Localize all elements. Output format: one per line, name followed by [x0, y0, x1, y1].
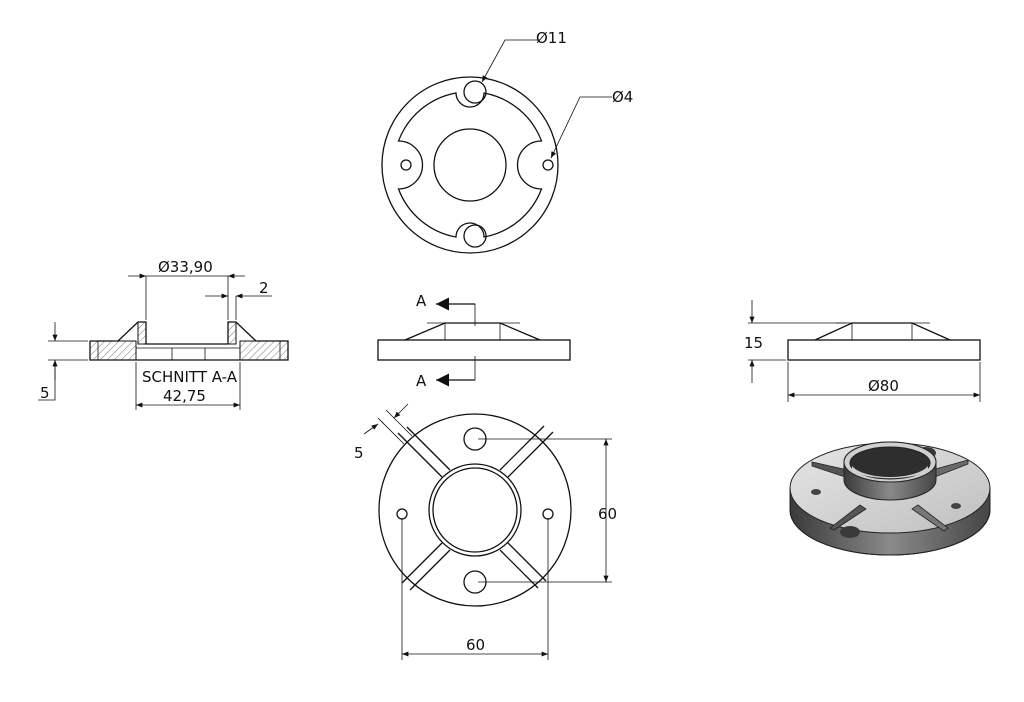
bottom-bore-inner [432, 467, 518, 553]
hole-large-dim: Ø11 [536, 29, 567, 47]
top-hole-large-top [463, 80, 487, 104]
top-bore-circle [433, 128, 507, 202]
bottom-outer-circle [378, 413, 572, 607]
width-dim: 42,75 [163, 387, 206, 405]
cut-marker-top: A [416, 292, 427, 310]
section-hatch-sleeve-right [227, 321, 237, 345]
iso-sleeve-bore [849, 446, 931, 480]
rib-dim: 5 [354, 444, 364, 462]
section-hatch-sleeve-left [137, 321, 147, 345]
side-height-dim: 15 [744, 334, 763, 352]
bottom-hole-small-left [396, 508, 408, 520]
bore-dim: Ø33,90 [158, 258, 213, 276]
bottom-hole-small-right [542, 508, 554, 520]
wall-dim: 2 [259, 279, 269, 297]
section-hatch-left [89, 340, 137, 361]
horizontal-dim-60: 60 [466, 636, 485, 654]
top-hole-small-left [400, 159, 412, 171]
top-hole-small-right [542, 159, 554, 171]
top-outer-circle [381, 76, 559, 254]
isometric-view [789, 441, 991, 556]
bottom-view: 5 60 60 [354, 403, 617, 660]
top-inner-profile [397, 92, 543, 238]
side-view: 15 Ø80 [744, 300, 981, 402]
side-base [787, 339, 981, 361]
section-view: Ø33,90 2 5 SCHNITT A-A 42,75 [38, 258, 289, 410]
side-diameter-dim: Ø80 [868, 377, 899, 395]
bottom-bore-outer [428, 463, 522, 557]
cut-marker-bottom: A [416, 372, 427, 390]
hole-small-dim: Ø4 [612, 88, 633, 106]
front-view: A A [377, 292, 571, 390]
vertical-dim-60: 60 [598, 505, 617, 523]
height-dim-5: 5 [40, 384, 50, 402]
top-view: Ø11 Ø4 [381, 29, 633, 254]
front-base [377, 339, 571, 361]
top-hole-large-bottom [463, 224, 487, 248]
section-label: SCHNITT A-A [142, 368, 238, 386]
section-hatch-right [239, 340, 289, 361]
